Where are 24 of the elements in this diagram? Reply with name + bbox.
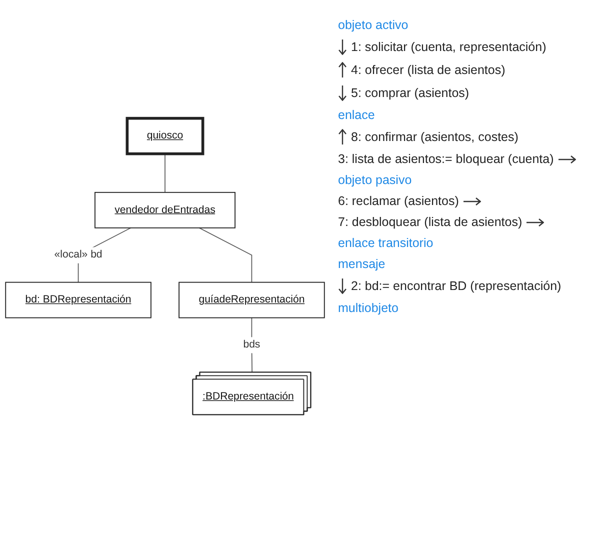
annotation-label: objeto pasivo: [338, 173, 412, 187]
object-box: bd: BDRepresentación: [5, 282, 152, 318]
object-box: vendedor deEntradas: [94, 192, 236, 228]
message-label: 7: desbloquear (lista de asientos): [338, 215, 522, 229]
annotation-label: mensaje: [338, 257, 386, 271]
link-line: [198, 227, 252, 283]
multi-object-box: :BDRepresentación: [192, 372, 312, 416]
annotation-label: enlace: [338, 108, 375, 122]
edge-label: bds: [243, 337, 260, 353]
link-line: [251, 317, 252, 373]
message-label: 4: ofrecer (lista de asientos): [351, 63, 506, 77]
object-box: guíadeRepresentación: [178, 282, 325, 318]
annotation-label: objeto activo: [338, 18, 408, 32]
message-label: 8: confirmar (asientos, costes): [351, 130, 518, 144]
message-label: 6: reclamar (asientos): [338, 194, 459, 208]
message-label: 5: comprar (asientos): [351, 86, 470, 100]
message-label: 3: lista de asientos:= bloquear (cuenta): [338, 152, 554, 166]
link-line: [164, 153, 166, 193]
annotation-label: enlace transitorio: [338, 236, 434, 250]
message-label: 1: solicitar (cuenta, representación): [351, 40, 546, 54]
annotation-label: multiobjeto: [338, 301, 398, 315]
object-box: quiosco: [126, 116, 204, 156]
edge-label: «local» bd: [54, 247, 102, 263]
message-label: 2: bd:= encontrar BD (representación): [351, 279, 562, 293]
